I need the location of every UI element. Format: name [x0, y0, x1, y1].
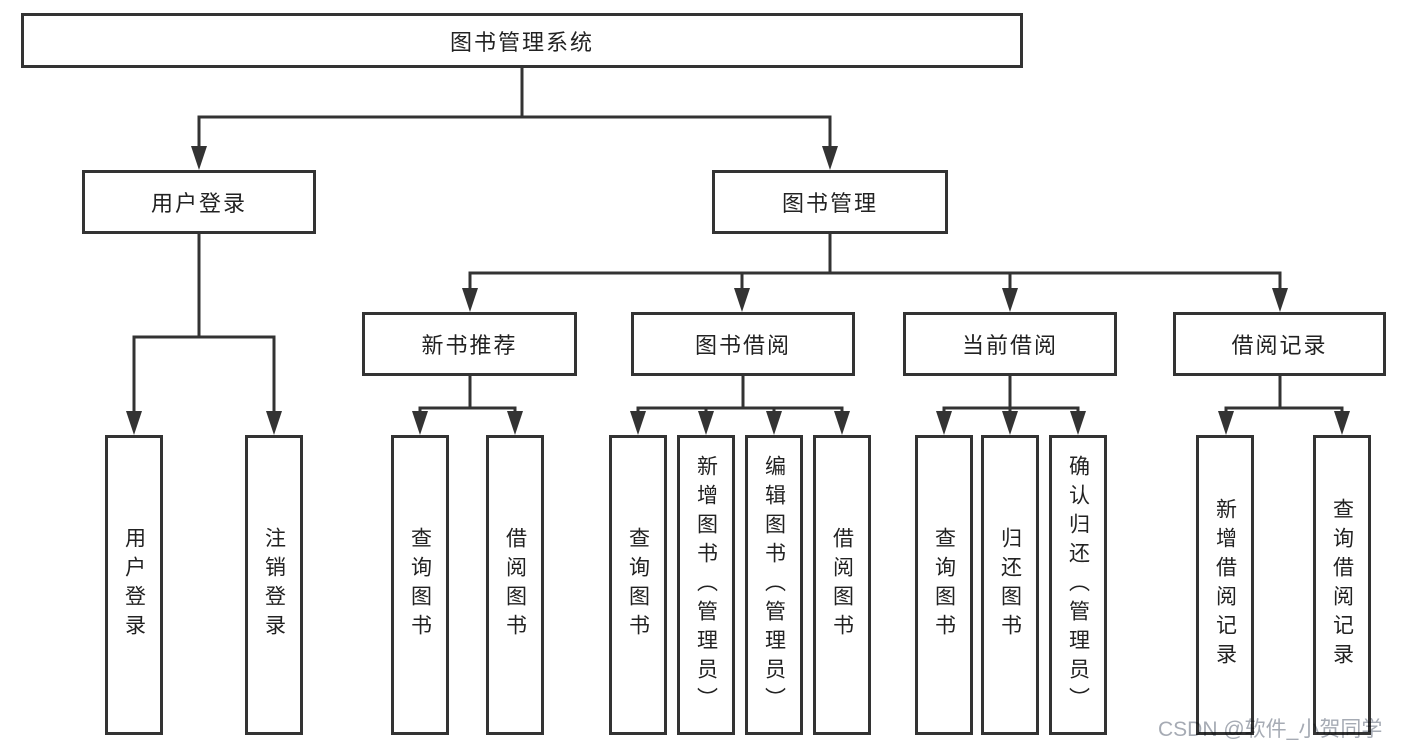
node-book-management: 图书管理 [712, 170, 948, 234]
leaf-query-borrow-record: 查询借阅记录 [1313, 435, 1371, 735]
node-label: 图书管理 [781, 191, 878, 216]
leaf-label: 注销登录 [262, 527, 286, 643]
node-user-login: 用户登录 [82, 170, 316, 234]
node-new-book-recommendation: 新书推荐 [362, 312, 577, 376]
leaf-add-books-admin: 新增图书（管理员） [677, 435, 735, 735]
node-book-borrowing: 图书借阅 [631, 312, 855, 376]
leaf-label: 借阅图书 [503, 527, 527, 643]
leaf-label: 确认归还（管理员） [1066, 454, 1090, 716]
leaf-user-login: 用户登录 [105, 435, 163, 735]
node-label: 新书推荐 [421, 333, 518, 358]
node-label: 当前借阅 [961, 333, 1058, 358]
node-label: 图书借阅 [694, 333, 791, 358]
leaf-borrow-books: 借阅图书 [813, 435, 871, 735]
leaf-query-books: 查询图书 [391, 435, 449, 735]
leaf-label: 查询借阅记录 [1330, 498, 1354, 672]
leaf-label: 新增借阅记录 [1213, 498, 1237, 672]
leaf-query-books: 查询图书 [915, 435, 973, 735]
leaf-label: 新增图书（管理员） [694, 454, 718, 716]
leaf-add-borrow-record: 新增借阅记录 [1196, 435, 1254, 735]
node-label: 图书管理系统 [449, 29, 594, 55]
leaf-label: 归还图书 [998, 527, 1022, 643]
leaf-label: 编辑图书（管理员） [762, 454, 786, 716]
node-borrowing-records: 借阅记录 [1173, 312, 1386, 376]
leaf-label: 用户登录 [122, 527, 146, 643]
node-label: 用户登录 [150, 191, 247, 216]
leaf-return-books: 归还图书 [981, 435, 1039, 735]
leaf-query-books: 查询图书 [609, 435, 667, 735]
leaf-label: 查询图书 [408, 527, 432, 643]
leaf-label: 借阅图书 [830, 527, 854, 643]
leaf-edit-books-admin: 编辑图书（管理员） [745, 435, 803, 735]
leaf-borrow-books: 借阅图书 [486, 435, 544, 735]
node-library-management-system: 图书管理系统 [21, 13, 1023, 68]
leaf-label: 查询图书 [626, 527, 650, 643]
node-current-borrowing: 当前借阅 [903, 312, 1117, 376]
leaf-label: 查询图书 [932, 527, 956, 643]
watermark: CSDN @软件_小贺同学 [1158, 718, 1383, 741]
leaf-confirm-return-admin: 确认归还（管理员） [1049, 435, 1107, 735]
leaf-logout: 注销登录 [245, 435, 303, 735]
node-label: 借阅记录 [1231, 333, 1328, 358]
